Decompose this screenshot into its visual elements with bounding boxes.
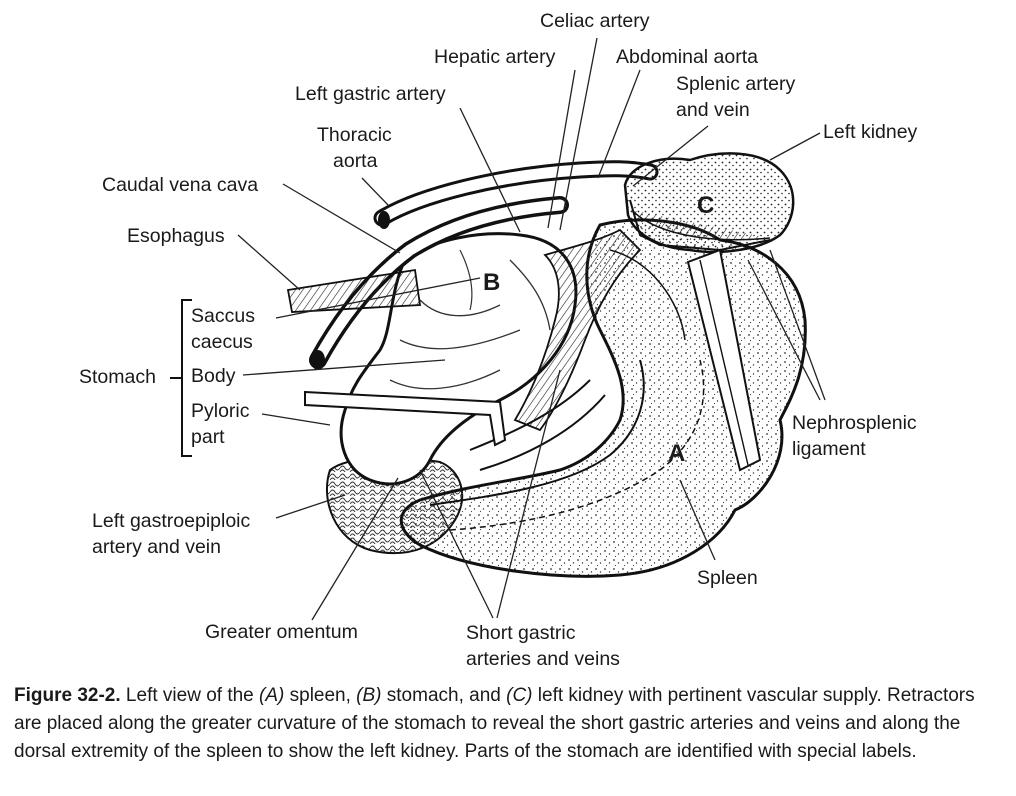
label-saccus-caecus-1: Saccus [191, 305, 255, 327]
letter-b-stomach: B [483, 269, 501, 296]
label-pyloric-part-1: Pyloric [191, 400, 250, 422]
label-short-gastric-2: arteries and veins [466, 648, 620, 670]
leader-lines [237, 37, 826, 621]
label-hepatic-artery: Hepatic artery [434, 46, 556, 68]
caption-ref-c: (C) [506, 685, 533, 706]
left-kidney-shape [623, 152, 795, 254]
caption-text-4: left kidney with pertinent vascular supp… [14, 685, 975, 762]
caption-text-3: stomach, and [381, 685, 507, 706]
label-left-gastroepiploic-1: Left gastroepiploic [92, 510, 251, 532]
caption-text-1: Left view of the [120, 685, 260, 706]
label-left-gastric-artery: Left gastric artery [295, 83, 446, 105]
label-splenic-artery-2: and vein [676, 99, 750, 121]
label-abdominal-aorta: Abdominal aorta [616, 46, 759, 68]
label-stomach: Stomach [79, 366, 156, 388]
aorta-shape [373, 160, 659, 229]
caption-text-2: spleen, [284, 685, 357, 706]
label-splenic-artery-1: Splenic artery [676, 73, 796, 95]
caption-ref-b: (B) [356, 685, 382, 706]
label-spleen: Spleen [697, 567, 758, 589]
label-short-gastric-1: Short gastric [466, 622, 576, 644]
short-gastric-vessels-shape [469, 228, 642, 471]
label-left-gastroepiploic-2: artery and vein [92, 536, 221, 558]
anatomy-illustration [170, 37, 826, 621]
label-pyloric-part-2: part [191, 426, 225, 448]
caption-figure-number: Figure 32-2. [14, 685, 121, 706]
stomach-bracket [170, 299, 192, 457]
caption-ref-a: (A) [259, 685, 285, 706]
vena-cava-shape [309, 196, 569, 370]
label-esophagus: Esophagus [127, 225, 225, 247]
label-body: Body [191, 365, 236, 387]
esophagus-shape [286, 268, 422, 313]
letter-c-kidney: C [697, 192, 715, 219]
label-nephrosplenic-1: Nephrosplenic [792, 412, 917, 434]
figure-caption: Figure 32-2. Left view of the (A) spleen… [14, 682, 1004, 766]
anatomy-figure: B C A Celiac artery Hepatic artery Abdom… [79, 10, 918, 670]
label-thoracic-aorta-2: aorta [333, 150, 378, 172]
label-left-kidney: Left kidney [823, 121, 918, 143]
label-nephrosplenic-2: ligament [792, 438, 866, 460]
retractor-shape [304, 248, 762, 472]
label-greater-omentum: Greater omentum [205, 621, 358, 643]
letter-a-spleen: A [668, 440, 686, 467]
label-caudal-vena-cava: Caudal vena cava [102, 174, 259, 196]
label-thoracic-aorta-1: Thoracic [317, 124, 392, 146]
label-saccus-caecus-2: caecus [191, 331, 253, 353]
label-celiac-artery: Celiac artery [540, 10, 650, 32]
